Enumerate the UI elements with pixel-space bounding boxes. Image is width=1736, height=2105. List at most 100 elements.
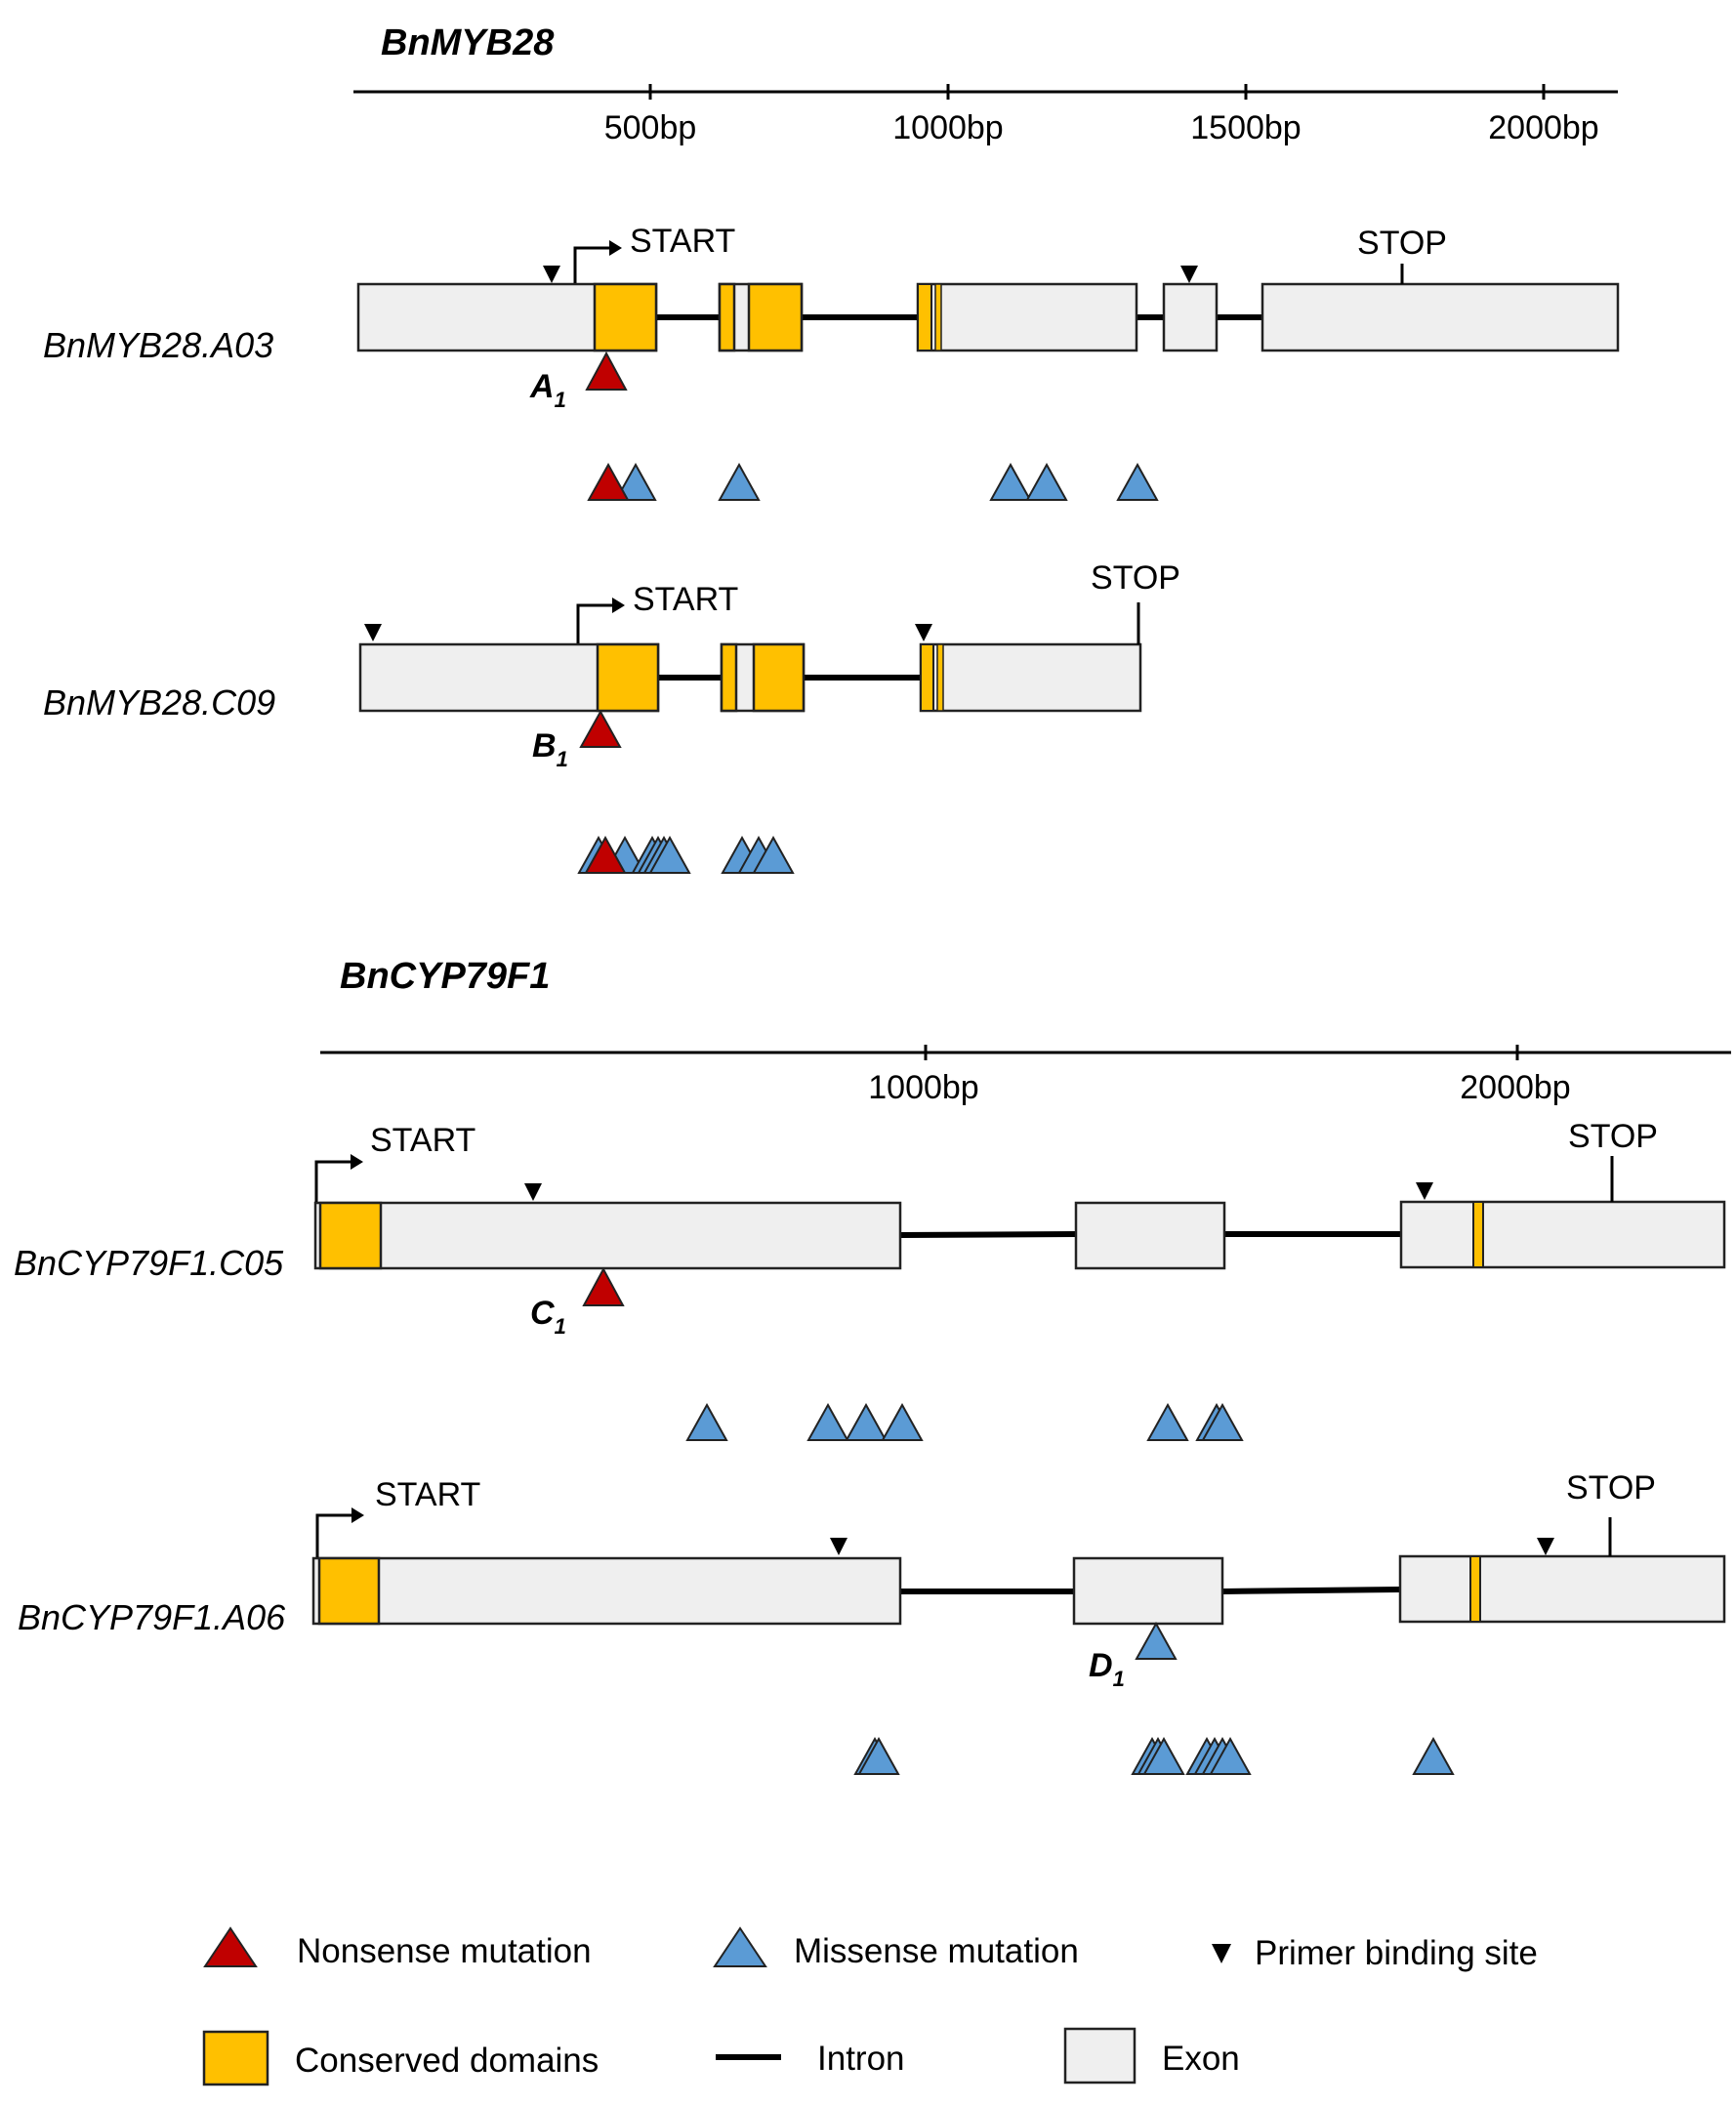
legend-item-conserved: Conserved domains bbox=[202, 2030, 599, 2086]
primer-legend-icon bbox=[1212, 1944, 1231, 1963]
primer-binding-site bbox=[830, 1538, 847, 1555]
legend-label: Exon bbox=[1162, 2040, 1240, 2078]
missense-mutation-marker bbox=[1146, 1402, 1189, 1441]
mutation-row bbox=[587, 462, 1159, 501]
mutation-row bbox=[685, 1402, 1244, 1441]
nonsense-mutation-marker bbox=[585, 351, 628, 391]
conserved-domain bbox=[934, 283, 942, 351]
start-label: START bbox=[375, 1476, 480, 1513]
mutation-label: B1 bbox=[532, 727, 568, 771]
nonsense-mutation-marker bbox=[579, 709, 622, 748]
legend-item-nonsense: Nonsense mutation bbox=[203, 1926, 592, 1970]
tick-label: 1500bp bbox=[1190, 109, 1301, 146]
conserved-domain bbox=[720, 642, 738, 713]
missense-mutation-marker bbox=[614, 462, 657, 501]
missense-mutation-marker bbox=[881, 1402, 924, 1441]
missense-mutation-marker bbox=[1201, 1402, 1244, 1441]
panel-title-bnmyb28: BnMYB28 bbox=[381, 22, 555, 63]
legend-label: Nonsense mutation bbox=[297, 1932, 592, 1970]
gene-bncyp79f1-a06: BnCYP79F1.A06 START STOP D1 bbox=[18, 1469, 1726, 1775]
mutation-label: A1 bbox=[529, 368, 566, 412]
nonsense-legend-icon bbox=[203, 1926, 258, 1967]
missense-mutation-marker bbox=[1025, 462, 1068, 501]
nonsense-mutation-marker bbox=[582, 1266, 625, 1306]
stop-label: STOP bbox=[1357, 225, 1447, 262]
legend-label: Missense mutation bbox=[794, 1932, 1079, 1970]
start-arrow bbox=[576, 603, 614, 643]
legend-item-missense: Missense mutation bbox=[713, 1926, 1079, 1970]
exon bbox=[313, 1201, 902, 1270]
exon bbox=[919, 642, 1142, 713]
legend-item-primer: Primer binding site bbox=[1212, 1934, 1538, 1972]
stop-label: STOP bbox=[1566, 1469, 1656, 1507]
tick-label: 1000bp bbox=[892, 109, 1003, 146]
missense-mutation-marker bbox=[845, 1402, 888, 1441]
primer-binding-site bbox=[524, 1183, 542, 1201]
primer-binding-site bbox=[364, 624, 382, 641]
primer-binding-site bbox=[1416, 1182, 1433, 1200]
conserved-domain bbox=[936, 643, 944, 712]
exon bbox=[1072, 1556, 1224, 1626]
gene-label: BnCYP79F1.C05 bbox=[14, 1243, 284, 1283]
exon bbox=[1074, 1201, 1226, 1270]
gene-bnmyb28-c09: BnMYB28.C09 START STOP B1 bbox=[43, 559, 1180, 874]
conserved-domain bbox=[920, 643, 934, 712]
exon bbox=[311, 1556, 902, 1626]
start-arrow bbox=[314, 1160, 352, 1202]
conserved-domain bbox=[596, 642, 660, 713]
primer-binding-site bbox=[1537, 1538, 1554, 1555]
conserved-domain bbox=[593, 282, 658, 352]
stop-label: STOP bbox=[1091, 559, 1180, 597]
missense-mutation-marker bbox=[718, 462, 761, 501]
missense-mutation-marker bbox=[989, 462, 1032, 501]
primer-binding-site bbox=[1180, 266, 1198, 283]
start-label: START bbox=[630, 223, 735, 260]
gene-label: BnCYP79F1.A06 bbox=[18, 1597, 286, 1637]
missense-mutation-marker bbox=[806, 1402, 849, 1441]
start-arrow-head bbox=[351, 1507, 364, 1523]
exon bbox=[1398, 1554, 1726, 1624]
exon bbox=[916, 282, 1138, 352]
conserved-legend-icon bbox=[202, 2030, 269, 2086]
missense-mutation-marker bbox=[1135, 1621, 1178, 1660]
missense-legend-icon bbox=[713, 1926, 767, 1967]
mutation-row bbox=[853, 1736, 1455, 1775]
nonsense-mutation-marker bbox=[584, 835, 627, 874]
missense-mutation-marker bbox=[857, 1736, 900, 1775]
legend-label: Intron bbox=[817, 2040, 905, 2078]
missense-mutation-marker bbox=[648, 835, 691, 874]
start-label: START bbox=[633, 581, 738, 618]
legend: Nonsense mutation Missense mutation Prim… bbox=[202, 1926, 1538, 2086]
scale-axis-bnmyb28: 500bp 1000bp 1500bp 2000bp bbox=[353, 84, 1618, 146]
missense-mutation-marker bbox=[1412, 1736, 1455, 1775]
mutation-row bbox=[577, 835, 795, 874]
conserved-domain bbox=[1472, 1201, 1484, 1268]
legend-label: Conserved domains bbox=[295, 2042, 599, 2080]
missense-mutation-marker bbox=[1142, 1736, 1185, 1775]
conserved-domain bbox=[917, 283, 932, 351]
missense-mutation-marker bbox=[752, 835, 795, 874]
exon bbox=[1399, 1200, 1726, 1269]
mutation-label: C1 bbox=[530, 1295, 566, 1339]
tick-label: 1000bp bbox=[868, 1069, 978, 1106]
intron bbox=[1221, 1587, 1401, 1594]
tick-label: 2000bp bbox=[1460, 1069, 1570, 1106]
scale-axis-bncyp79f1: 1000bp 2000bp bbox=[320, 1045, 1731, 1106]
panel-title-bncyp79f1: BnCYP79F1 bbox=[340, 956, 550, 997]
exon-legend-icon bbox=[1063, 2027, 1137, 2084]
legend-label: Primer binding site bbox=[1255, 1934, 1538, 1972]
gene-bncyp79f1-c05: BnCYP79F1.C05 START STOP C1 bbox=[14, 1118, 1726, 1441]
start-arrow-head bbox=[609, 240, 622, 256]
conserved-domain bbox=[718, 282, 736, 352]
missense-mutation-marker bbox=[1116, 462, 1159, 501]
conserved-domain bbox=[752, 642, 806, 713]
conserved-domain bbox=[747, 282, 804, 352]
conserved-domain bbox=[317, 1556, 381, 1626]
tick-label: 500bp bbox=[604, 109, 697, 146]
start-label: START bbox=[370, 1122, 475, 1159]
primer-binding-site bbox=[543, 266, 560, 283]
start-arrow bbox=[573, 246, 611, 283]
exon bbox=[1261, 282, 1620, 352]
start-arrow bbox=[315, 1513, 353, 1557]
